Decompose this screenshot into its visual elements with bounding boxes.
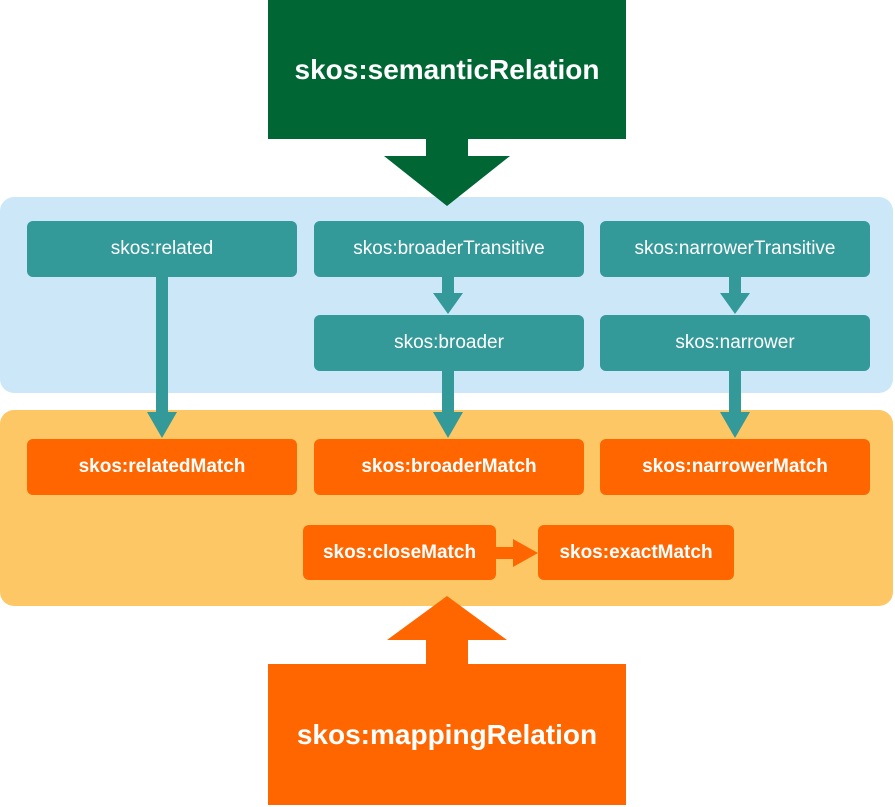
narrower-match-box: skos:narrowerMatch (600, 439, 870, 495)
broader-match-box: skos:broaderMatch (314, 439, 584, 495)
mapping-relation-box: skos:mappingRelation (268, 664, 626, 805)
narrower-to-narrowermatch-arrow (720, 370, 750, 438)
broader-to-broadermatch-arrow (433, 370, 463, 438)
semantic-relation-label: skos:semanticRelation (294, 53, 600, 85)
close-match-box: skos:closeMatch (303, 525, 496, 580)
semantic-down-arrow (384, 137, 510, 206)
related-match-label: skos:relatedMatch (78, 456, 246, 477)
broader-match-label: skos:broaderMatch (361, 456, 537, 477)
semantic-relation-box: skos:semanticRelation (268, 0, 626, 139)
close-match-label: skos:closeMatch (322, 541, 477, 563)
mapping-relation-label: skos:mappingRelation (296, 718, 598, 750)
related-label: skos:related (110, 238, 214, 259)
related-match-box: skos:relatedMatch (27, 439, 297, 495)
narrower-transitive-box: skos:narrowerTransitive (600, 221, 870, 277)
broader-transitive-label: skos:broaderTransitive (353, 238, 545, 259)
related-box: skos:related (27, 221, 297, 277)
narrower-label: skos:narrower (675, 332, 795, 353)
narrower-transitive-label: skos:narrowerTransitive (634, 238, 836, 259)
narrower-box: skos:narrower (600, 315, 870, 371)
broader-box: skos:broader (314, 315, 584, 371)
related-to-relatedmatch-arrow (147, 276, 177, 438)
exact-match-box: skos:exactMatch (538, 525, 734, 580)
mapping-up-arrow (387, 596, 507, 666)
narrower-match-label: skos:narrowerMatch (642, 456, 828, 477)
closematch-to-exactmatch-arrow (494, 539, 538, 567)
broadertransitive-to-broader-arrow (433, 276, 463, 314)
broader-transitive-box: skos:broaderTransitive (314, 221, 584, 277)
exact-match-label: skos:exactMatch (559, 541, 713, 563)
narrowertransitive-to-narrower-arrow (720, 276, 750, 314)
broader-label: skos:broader (394, 332, 504, 353)
